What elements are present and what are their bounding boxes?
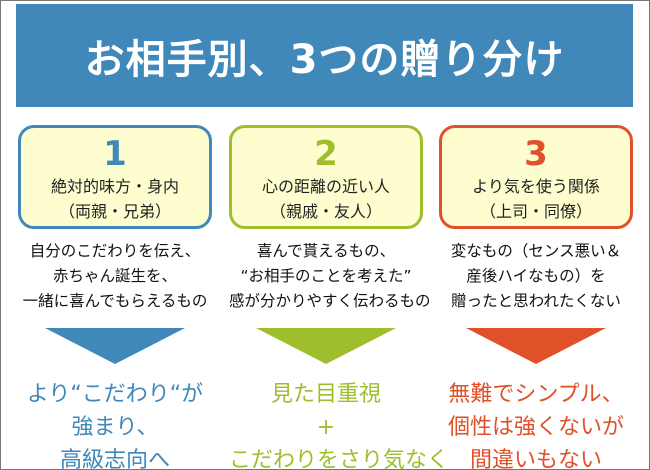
category-box: 1 絶対的味方・身内 （両親・兄弟） [18, 125, 212, 229]
description-line: 自分のこだわりを伝え、 [29, 242, 201, 260]
description: 喜んで貰えるもの、 “お相手のことを考えた” 感が分かりやすく伝わるもの [229, 239, 431, 314]
result-line: より“こだわり“が [26, 382, 204, 407]
column-3: 3 より気を使う関係 （上司・同僚） 変なもの（センス悪い＆ 産後ハイなもの）を… [439, 125, 633, 470]
category-number: 3 [524, 134, 548, 174]
category-label: 心の距離の近い人 [261, 177, 390, 196]
category-box: 3 より気を使う関係 （上司・同僚） [439, 125, 633, 229]
result: 見た目重視 + こだわりをさり気なく [229, 378, 450, 470]
description-line: 贈ったと思われたくない [451, 292, 621, 310]
description: 変なもの（センス悪い＆ 産後ハイなもの）を 贈ったと思われたくない [439, 239, 633, 314]
description: 自分のこだわりを伝え、 赤ちゃん誕生を、 一緒に喜んでもらえるもの [18, 239, 212, 314]
column-2: 2 心の距離の近い人 （親戚・友人） 喜んで貰えるもの、 “お相手のことを考えた… [229, 125, 450, 470]
description-line: 感が分かりやすく伝わるもの [229, 292, 431, 310]
description-line: 一緒に喜んでもらえるもの [22, 292, 208, 310]
category-members: （親戚・友人） [269, 202, 382, 221]
down-arrow-icon [45, 328, 185, 364]
result-line: 強まり、 [71, 415, 159, 440]
description-line: 赤ちゃん誕生を、 [52, 267, 177, 285]
result: 無難でシンプル、 個性は強くないが 間違いもない [439, 378, 633, 470]
result-line: 見た目重視 [270, 382, 381, 407]
category-number: 1 [103, 134, 127, 174]
result-line: 個性は強くないが [447, 415, 624, 440]
result-line: こだわりをさり気なく [229, 448, 450, 470]
down-arrow-icon [466, 328, 606, 364]
result: より“こだわり“が 強まり、 高級志向へ [18, 378, 212, 470]
description-line: 喜んで貰えるもの、 [256, 242, 396, 260]
category-members: （上司・同僚） [479, 202, 592, 221]
result-line: 無難でシンプル、 [448, 382, 624, 407]
category-label: 絶対的味方・身内 [50, 177, 179, 196]
page-title: お相手別、3つの贈り分け [16, 4, 633, 107]
description-line: 産後ハイなもの）を [466, 267, 606, 285]
description-line: 変なもの（センス悪い＆ [450, 242, 622, 260]
column-1: 1 絶対的味方・身内 （両親・兄弟） 自分のこだわりを伝え、 赤ちゃん誕生を、 … [18, 125, 212, 470]
down-arrow-icon [256, 328, 396, 364]
result-line: 間違いもない [469, 448, 602, 470]
category-box: 2 心の距離の近い人 （親戚・友人） [229, 125, 423, 229]
category-number: 2 [314, 134, 338, 174]
result-line: 高級志向へ [59, 448, 170, 470]
category-label: より気を使う関係 [472, 177, 600, 196]
result-line: + [316, 415, 336, 440]
category-members: （両親・兄弟） [58, 202, 171, 221]
description-line: “お相手のことを考えた” [240, 267, 412, 285]
